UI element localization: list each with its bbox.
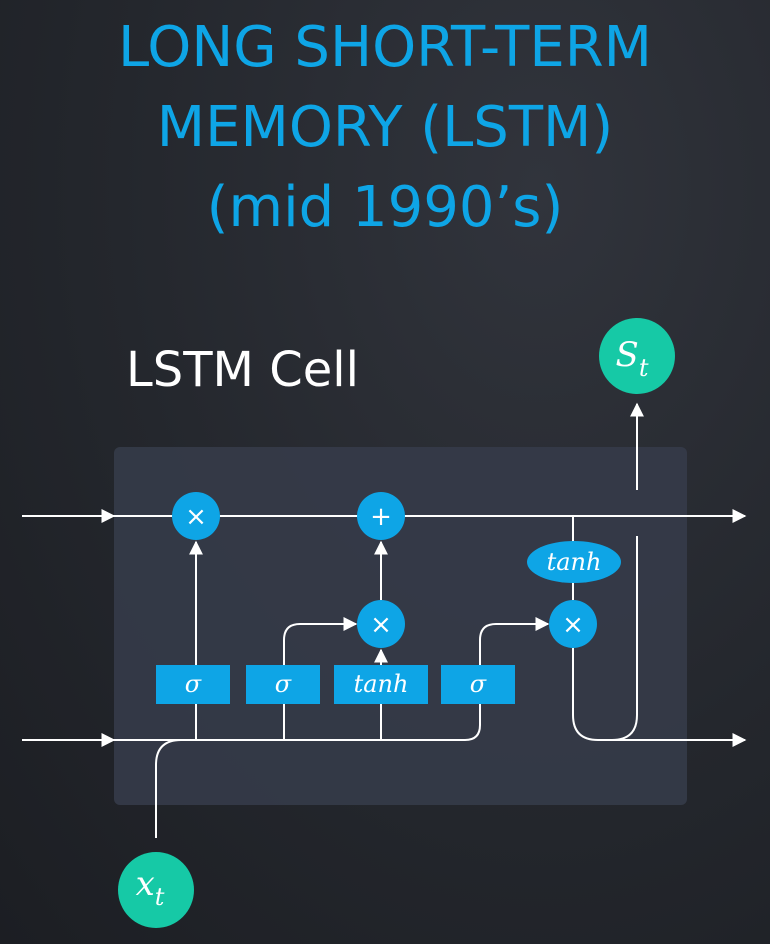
multiply-output-op: ×	[549, 600, 597, 648]
title-line-2: MEMORY (LSTM)	[156, 95, 614, 160]
gate-sigma-3: σ	[441, 665, 515, 704]
multiply-input-symbol: ×	[370, 610, 392, 640]
multiply-forget-op: ×	[172, 492, 220, 540]
gate-sigma-3-label: σ	[470, 670, 487, 698]
tanh-ellipse-label: tanh	[547, 548, 602, 576]
gate-sigma-2-label: σ	[275, 670, 292, 698]
add-cell-symbol: +	[370, 502, 392, 532]
tanh-ellipse: tanh	[527, 541, 621, 583]
title-line-3: (mid 1990’s)	[206, 175, 564, 240]
output-to-hidden-line	[572, 648, 747, 747]
title-line-1: LONG SHORT-TERM	[118, 15, 652, 80]
gate-tanh-label: tanh	[354, 670, 409, 698]
svg-text:St: St	[616, 335, 649, 382]
output-state-line	[611, 536, 638, 741]
output-state-node: St	[599, 318, 675, 394]
multiply-forget-symbol: ×	[185, 502, 207, 532]
multiply-input-op: ×	[357, 600, 405, 648]
svg-text:xt: xt	[136, 864, 165, 911]
slide-title: LONG SHORT-TERM MEMORY (LSTM) (mid 1990’…	[0, 8, 770, 248]
lstm-cell-label: LSTM Cell	[126, 342, 359, 398]
input-subscript: t	[155, 883, 165, 911]
input-line	[155, 739, 182, 838]
input-node: xt	[118, 852, 194, 928]
gate-sigma-1-label: σ	[185, 670, 202, 698]
add-cell-op: +	[357, 492, 405, 540]
gate-sigma-1: σ	[156, 665, 230, 704]
input-symbol: x	[136, 864, 155, 904]
output-state-subscript: t	[639, 354, 649, 382]
output-state-symbol: S	[616, 335, 639, 375]
multiply-output-symbol: ×	[562, 610, 584, 640]
input-gate-arrow	[283, 617, 358, 665]
gate-sigma-2: σ	[246, 665, 320, 704]
gate-tanh: tanh	[334, 665, 428, 704]
